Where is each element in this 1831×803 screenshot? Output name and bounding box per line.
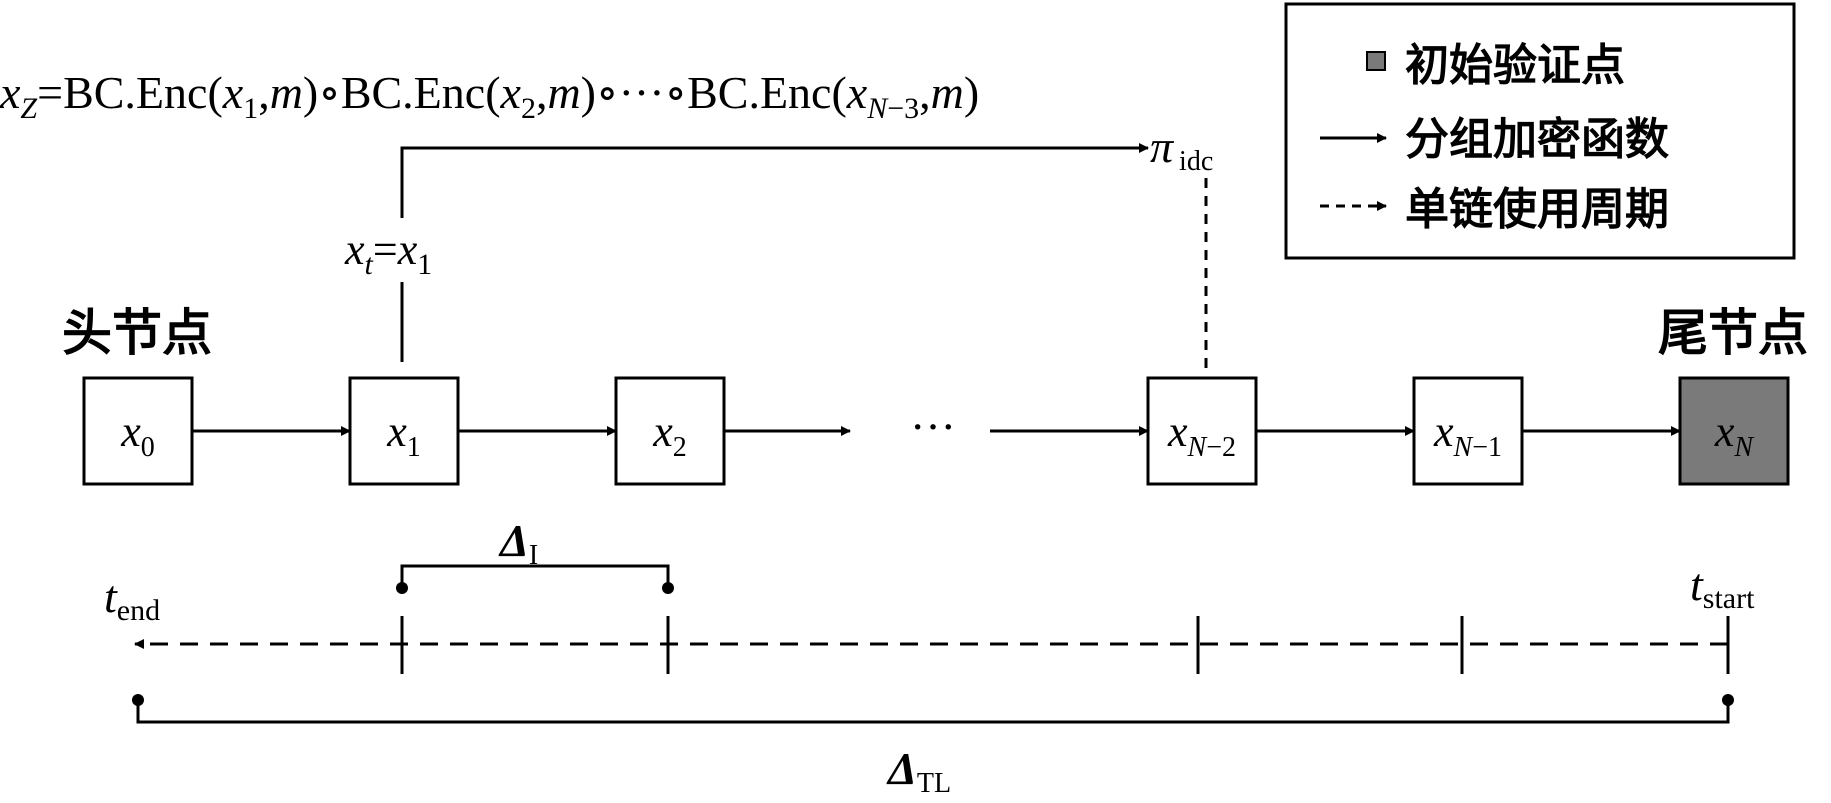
timeline: ΔI tend tstart ΔTL bbox=[104, 515, 1755, 799]
chain: x0 x1 x2 xN−2 xN−1 xN bbox=[82, 376, 1790, 486]
encrypt-path-line bbox=[400, 146, 1148, 362]
legend-initial-point: 初始验证点 bbox=[1405, 40, 1625, 91]
chain-node-box bbox=[1412, 376, 1524, 486]
delta-tl-label: ΔTL bbox=[886, 743, 951, 799]
legend: 初始验证点 分组加密函数 单链使用周期 bbox=[1284, 2, 1796, 260]
chain-node-label: x0 bbox=[120, 407, 155, 463]
delta-tl-left-dot bbox=[132, 694, 144, 706]
t-end-label: tend bbox=[104, 571, 160, 627]
chain-node-label: xN−1 bbox=[1433, 407, 1502, 463]
head-node-label: 头节点 bbox=[62, 304, 212, 362]
chain-node: xN−2 bbox=[1146, 376, 1258, 486]
chain-node: x1 bbox=[348, 376, 460, 486]
legend-frame bbox=[1284, 2, 1796, 260]
chain-node-label: xN−2 bbox=[1167, 407, 1236, 463]
legend-block-encrypt: 分组加密函数 bbox=[1405, 114, 1669, 165]
chain-node: x0 bbox=[82, 376, 194, 486]
chain-node: xN bbox=[1678, 376, 1790, 486]
delta-i-label: ΔI bbox=[498, 515, 538, 571]
chain-node: x2 bbox=[614, 376, 726, 486]
delta-i-bracket bbox=[400, 564, 670, 588]
chain-node-box bbox=[82, 376, 194, 486]
chain-node-box bbox=[1146, 376, 1258, 486]
chain-node-box bbox=[1678, 376, 1790, 486]
xt-label: xt=x1 bbox=[344, 225, 432, 281]
chain-ellipsis: ··· bbox=[910, 401, 956, 452]
delta-i-left-dot bbox=[396, 582, 408, 594]
formula-xz: xZ=BC.Enc(x1,m)∘BC.Enc(x2,m)∘···∘BC.Enc(… bbox=[0, 67, 979, 125]
xt-label-backdrop bbox=[340, 218, 470, 282]
legend-single-chain-period: 单链使用周期 bbox=[1405, 184, 1669, 235]
chain-node-label: x2 bbox=[652, 407, 687, 463]
delta-tl-bracket bbox=[136, 700, 1730, 724]
delta-i-right-dot bbox=[662, 582, 674, 594]
chain-node-label: xN bbox=[1714, 407, 1755, 463]
chain-node-label: x1 bbox=[386, 407, 421, 463]
tail-node-label: 尾节点 bbox=[1658, 304, 1808, 362]
legend-gray-square-icon bbox=[1366, 51, 1386, 71]
chain-node: xN−1 bbox=[1412, 376, 1524, 486]
t-start-label: tstart bbox=[1690, 559, 1755, 615]
delta-tl-right-dot bbox=[1722, 694, 1734, 706]
